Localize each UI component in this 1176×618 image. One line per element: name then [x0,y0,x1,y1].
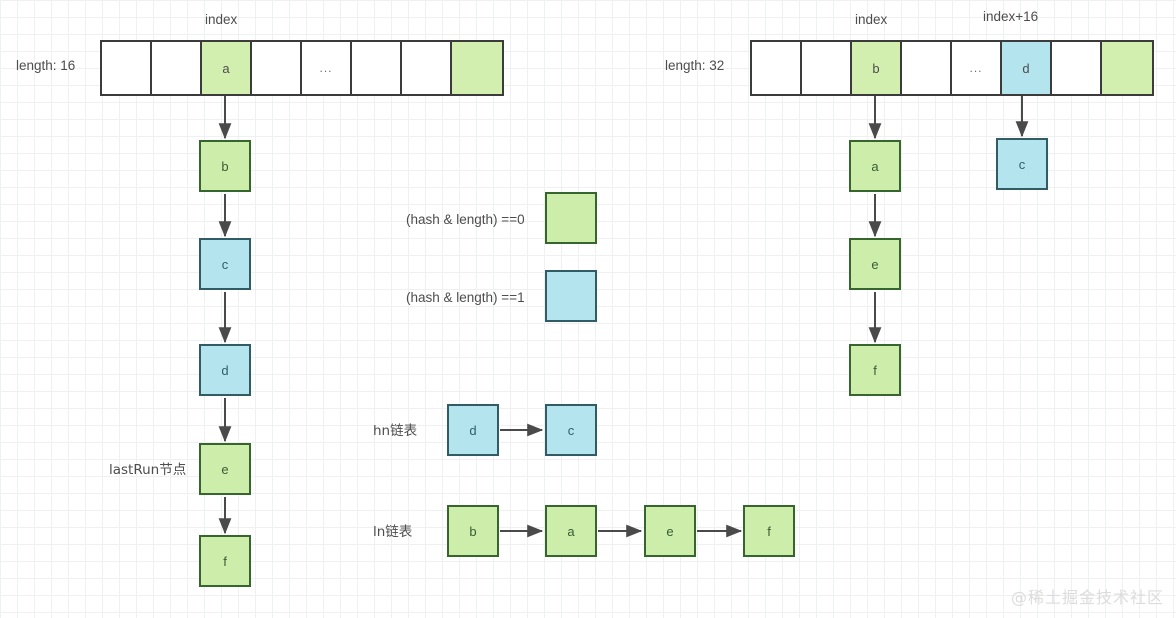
bucket-cell-ellipsis: ... [302,42,352,94]
bucket-cell[interactable] [252,42,302,94]
left-chain-node-e[interactable]: e [199,443,251,495]
bucket-cell[interactable] [752,42,802,94]
legend-swatch-blue [545,270,597,322]
bucket-cell[interactable] [102,42,152,94]
right-ln-node-e[interactable]: e [849,238,901,290]
left-index-label: index [205,12,238,27]
lastrun-node-label: lastRun节点 [109,462,187,478]
ln-chain-label: ln链表 [373,524,413,540]
bucket-cell-index-plus-16[interactable]: d [1002,42,1052,94]
right-ln-node-f[interactable]: f [849,344,901,396]
legend-swatch-green [545,192,597,244]
bucket-cell[interactable] [902,42,952,94]
bucket-cell-last[interactable] [452,42,502,94]
watermark: @稀土掘金技术社区 [1010,588,1164,607]
ln-chain-node-e[interactable]: e [644,505,696,557]
bucket-cell[interactable] [152,42,202,94]
ln-chain-node-f[interactable]: f [743,505,795,557]
bucket-cell[interactable] [802,42,852,94]
bucket-cell-ellipsis: ... [952,42,1002,94]
left-chain-node-b[interactable]: b [199,140,251,192]
bucket-cell[interactable] [352,42,402,94]
right-length-label: length: 32 [665,58,725,73]
bucket-cell-index[interactable]: b [852,42,902,94]
legend-label-hash-0: (hash & length) ==0 [406,212,525,227]
hn-chain-node-d[interactable]: d [447,404,499,456]
bucket-cell-index[interactable]: a [202,42,252,94]
right-index-label: index [855,12,888,27]
bucket-cell-last[interactable] [1102,42,1152,94]
right-bucket-array: b ... d [750,40,1154,96]
legend-label-hash-1: (hash & length) ==1 [406,290,525,305]
left-chain-node-d[interactable]: d [199,344,251,396]
left-bucket-array: a ... [100,40,504,96]
right-hn-node-c[interactable]: c [996,138,1048,190]
ln-chain-node-a[interactable]: a [545,505,597,557]
left-chain-node-c[interactable]: c [199,238,251,290]
right-ln-node-a[interactable]: a [849,140,901,192]
left-length-label: length: 16 [16,58,76,73]
hn-chain-label: hn链表 [373,423,418,439]
hn-chain-node-c[interactable]: c [545,404,597,456]
left-chain-node-f[interactable]: f [199,535,251,587]
ln-chain-node-b[interactable]: b [447,505,499,557]
right-index-plus-16-label: index+16 [983,9,1039,24]
bucket-cell[interactable] [1052,42,1102,94]
bucket-cell[interactable] [402,42,452,94]
